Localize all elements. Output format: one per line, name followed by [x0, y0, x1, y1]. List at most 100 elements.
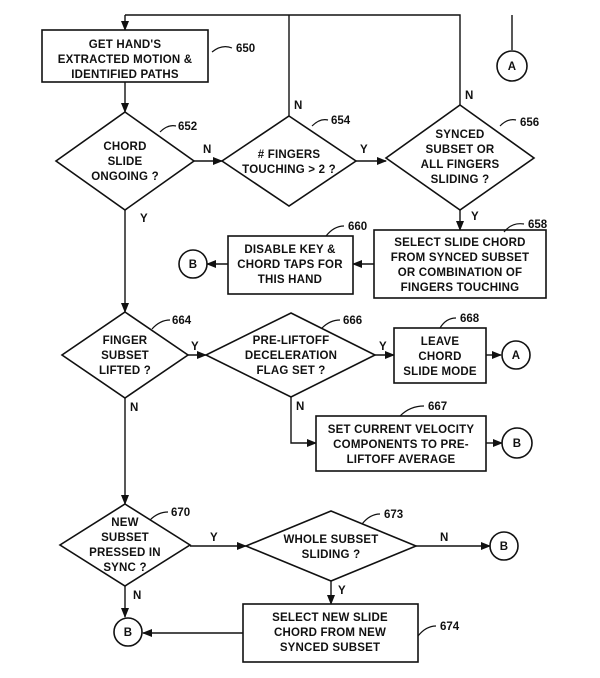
box-658-line-1: SELECT SLIDE CHORD [394, 237, 525, 249]
diamond-652-line-3: ONGOING ? [91, 171, 159, 183]
ref-650: 650 [236, 43, 255, 55]
leader-668 [439, 317, 457, 329]
connector-b-bottom-label: B [124, 627, 133, 639]
label-670-y: Y [210, 532, 218, 544]
box-667-line-1: SET CURRENT VELOCITY [328, 424, 475, 436]
leader-652 [159, 125, 177, 133]
process-box-650: GET HAND'S EXTRACTED MOTION & IDENTIFIED… [41, 29, 209, 83]
diamond-652-line-2: SLIDE [108, 156, 143, 168]
box-668-line-1: LEAVE [421, 336, 460, 348]
leader-666 [321, 319, 341, 329]
box-658-line-4: FINGERS TOUCHING [401, 282, 520, 294]
diamond-652-line-1: CHORD [103, 141, 146, 153]
branch-labels: N Y N Y N Y Y N Y N Y N N Y [130, 90, 479, 602]
leader-650 [211, 46, 233, 53]
box-674-line-1: SELECT NEW SLIDE [272, 612, 388, 624]
label-652-y: Y [140, 213, 148, 225]
decision-diamond-670: NEW SUBSET PRESSED IN SYNC ? [58, 503, 192, 587]
label-673-y: Y [338, 585, 346, 597]
ref-658: 658 [528, 219, 548, 231]
label-664-y: Y [191, 341, 199, 353]
connector-b-middle-label: B [513, 438, 522, 450]
box-668-line-2: CHORD [418, 351, 461, 363]
diamond-670-line-2: SUBSET [101, 532, 149, 544]
leader-667 [399, 405, 425, 417]
diamond-656-line-3: ALL FINGERS [421, 159, 500, 171]
label-664-n: N [130, 402, 138, 414]
diamond-673-line-1: WHOLE SUBSET [283, 534, 378, 546]
connector-a-right-label: A [512, 350, 521, 362]
connector-b-upper: B [178, 249, 208, 279]
leader-660 [325, 225, 345, 237]
ref-666: 666 [343, 315, 362, 327]
ref-654: 654 [331, 115, 351, 127]
flow-lines [121, 14, 513, 637]
decision-diamond-656: SYNCED SUBSET OR ALL FINGERS SLIDING ? [384, 104, 536, 211]
decision-diamond-664: FINGER SUBSET LIFTED ? [60, 311, 190, 399]
box-674-line-2: CHORD FROM NEW [274, 627, 386, 639]
decision-diamond-666: PRE-LIFTOFF DECELERATION FLAG SET ? [204, 312, 377, 398]
box-650-line-3: IDENTIFIED PATHS [71, 69, 179, 81]
ref-667: 667 [428, 401, 447, 413]
ref-670: 670 [171, 507, 190, 519]
diamond-654-line-1: # FINGERS [258, 149, 321, 161]
label-670-n: N [133, 590, 141, 602]
diamond-666-line-3: FLAG SET ? [256, 365, 325, 377]
process-box-660: DISABLE KEY & CHORD TAPS FOR THIS HAND [227, 235, 354, 295]
leader-674 [417, 625, 437, 637]
diamond-673-line-2: SLIDING ? [302, 549, 361, 561]
box-650-line-2: EXTRACTED MOTION & [58, 54, 193, 66]
label-673-n: N [440, 532, 448, 544]
reference-numerals: 650 652 654 656 658 660 664 666 668 667 … [149, 43, 548, 637]
diamond-656-line-1: SYNCED [435, 129, 484, 141]
label-656-y: Y [471, 211, 479, 223]
diamond-670-line-3: PRESSED IN [89, 547, 161, 559]
decision-diamond-654: # FINGERS TOUCHING > 2 ? [220, 115, 358, 207]
diamond-664-line-3: LIFTED ? [99, 365, 151, 377]
ref-660: 660 [348, 221, 367, 233]
leader-664 [151, 319, 171, 330]
leader-654 [311, 119, 329, 127]
diamond-670-line-1: NEW [111, 517, 138, 529]
box-660-line-3: THIS HAND [258, 274, 322, 286]
diamond-654-line-2: TOUCHING > 2 ? [242, 164, 336, 176]
ref-652: 652 [178, 121, 197, 133]
box-658-line-3: OR COMBINATION OF [398, 267, 523, 279]
leader-656 [499, 119, 517, 127]
process-box-658: SELECT SLIDE CHORD FROM SYNCED SUBSET OR… [373, 229, 547, 299]
diamond-656-line-4: SLIDING ? [431, 174, 490, 186]
diamond-664-line-2: SUBSET [101, 350, 149, 362]
box-658-line-2: FROM SYNCED SUBSET [391, 252, 529, 264]
box-668-line-3: SLIDE MODE [403, 366, 477, 378]
diamond-670-line-4: SYNC ? [103, 562, 146, 574]
ref-664: 664 [172, 315, 192, 327]
box-667-line-2: COMPONENTS TO PRE- [333, 439, 469, 451]
ref-673: 673 [384, 509, 403, 521]
label-654-n: N [294, 100, 302, 112]
ref-674: 674 [440, 621, 460, 633]
connector-b-right: B [489, 531, 519, 561]
box-660-line-1: DISABLE KEY & [244, 244, 335, 256]
connector-b-upper-label: B [189, 259, 198, 271]
label-656-n: N [465, 90, 473, 102]
leader-673 [361, 513, 381, 525]
ref-668: 668 [460, 313, 480, 325]
decision-diamond-673: WHOLE SUBSET SLIDING ? [243, 510, 419, 582]
box-667-line-3: LIFTOFF AVERAGE [347, 454, 456, 466]
box-660-line-2: CHORD TAPS FOR [237, 259, 343, 271]
leader-658 [503, 223, 525, 233]
process-box-667: SET CURRENT VELOCITY COMPONENTS TO PRE- … [315, 415, 487, 472]
process-box-668: LEAVE CHORD SLIDE MODE [393, 327, 487, 384]
leader-670 [149, 511, 169, 521]
diamond-664-line-1: FINGER [103, 335, 148, 347]
box-674-line-3: SYNCED SUBSET [280, 642, 380, 654]
process-box-674: SELECT NEW SLIDE CHORD FROM NEW SYNCED S… [242, 603, 419, 663]
label-652-n: N [203, 144, 211, 156]
connector-a-top-label: A [508, 61, 517, 73]
diamond-666-line-1: PRE-LIFTOFF [253, 335, 330, 347]
connector-b-bottom: B [113, 617, 143, 647]
connector-b-middle: B [501, 427, 533, 459]
top-return-line [125, 14, 461, 105]
box-650-line-1: GET HAND'S [89, 39, 162, 51]
